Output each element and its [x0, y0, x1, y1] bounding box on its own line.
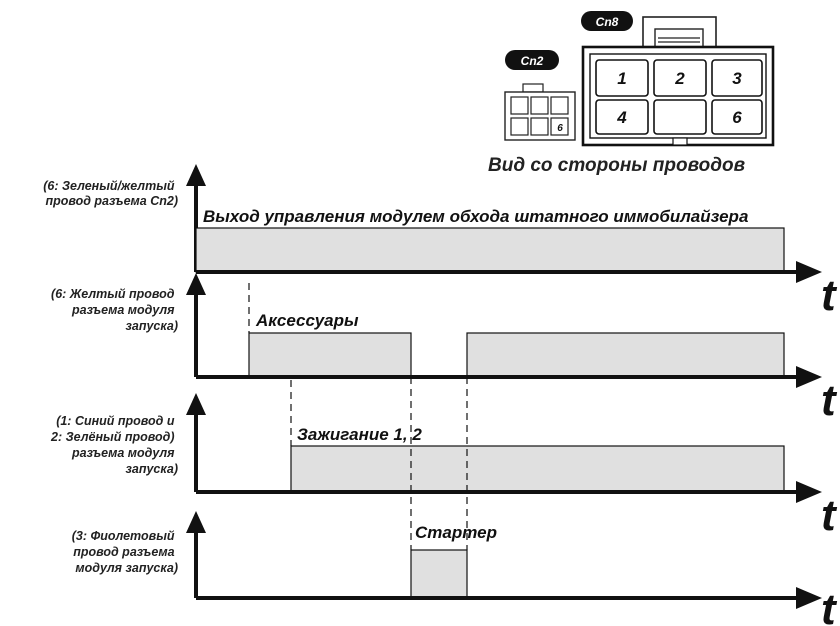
- cn8-pin-cell: [595, 99, 649, 135]
- timeline-row-starter: (3: Фиолетовый провод разъема модуля зап…: [72, 511, 838, 626]
- row-label: (6: Зеленый/желтый провод разъема Cn2): [43, 179, 178, 208]
- cn8-badge: [581, 11, 633, 31]
- signal-pulse: [410, 549, 468, 599]
- cn2-pin-cell: [550, 96, 569, 115]
- cn8-pin-cell: [595, 59, 649, 97]
- signal-label: Стартер: [415, 523, 497, 542]
- row-label: (1: Синий провод и 2: Зелёный провод) ра…: [50, 414, 178, 476]
- cn2-pin-cell: [530, 96, 549, 115]
- timeline-row-immobilizer: (6: Зеленый/желтый провод разъема Cn2) t…: [43, 164, 838, 320]
- time-axis-label: t: [821, 271, 838, 320]
- cn8-pin-1-label: 1: [617, 69, 626, 88]
- signal-pulse: [466, 332, 785, 378]
- cn8-pin-cell: [653, 99, 707, 135]
- cn8-pin-6-label: 6: [732, 108, 742, 127]
- timeline-row-accessories: (6: Желтый провод разъема модуля запуска…: [51, 273, 838, 425]
- y-axis-arrow: [186, 393, 206, 415]
- y-axis-arrow: [186, 511, 206, 533]
- row-label: (3: Фиолетовый провод разъема модуля зап…: [72, 529, 178, 575]
- cn8-pin-3-label: 3: [732, 69, 742, 88]
- cn2-badge-text: Cn2: [521, 54, 544, 68]
- cn8-pin-4-label: 4: [616, 108, 627, 127]
- timeline-row-ignition: (1: Синий провод и 2: Зелёный провод) ра…: [50, 393, 838, 540]
- cn2-pin-cell: [550, 117, 569, 136]
- signal-pulse: [290, 445, 785, 493]
- time-axis-label: t: [821, 376, 838, 425]
- time-axis-arrow: [796, 261, 822, 283]
- cn8-badge-text: Cn8: [596, 15, 619, 29]
- time-axis-label: t: [821, 491, 838, 540]
- cn2-pin-cell: [530, 117, 549, 136]
- connector-cn8: Cn8 1 2 3 4 6: [581, 11, 775, 147]
- cn8-pin-cell: [653, 59, 707, 97]
- time-axis-arrow: [796, 366, 822, 388]
- time-axis-label: t: [821, 585, 838, 626]
- time-axis-arrow: [796, 481, 822, 503]
- signal-pulse: [195, 227, 785, 273]
- signal-label: Аксессуары: [255, 311, 359, 330]
- timing-reference-lines: [248, 283, 468, 550]
- signal-pulse: [248, 332, 412, 378]
- cn2-badge: [505, 50, 559, 70]
- cn2-pin-cell: [510, 96, 529, 115]
- signal-label: Выход управления модулем обхода штатного…: [203, 207, 748, 226]
- y-axis-arrow: [186, 164, 206, 186]
- row-label: (6: Желтый провод разъема модуля запуска…: [51, 287, 178, 333]
- connector-view-caption: Вид со стороны проводов: [488, 155, 745, 176]
- cn8-pin-cell: [711, 59, 763, 97]
- signal-label: Зажигание 1, 2: [297, 425, 422, 444]
- cn2-pin-6-label: 6: [557, 123, 563, 134]
- cn2-pin-cell: [510, 117, 529, 136]
- cn8-pin-cell: [711, 99, 763, 135]
- cn8-pin-2-label: 2: [674, 69, 685, 88]
- y-axis-arrow: [186, 273, 206, 295]
- cn2-latch: [522, 83, 544, 93]
- time-axis-arrow: [796, 587, 822, 609]
- connector-cn2: Cn2 6: [504, 50, 576, 141]
